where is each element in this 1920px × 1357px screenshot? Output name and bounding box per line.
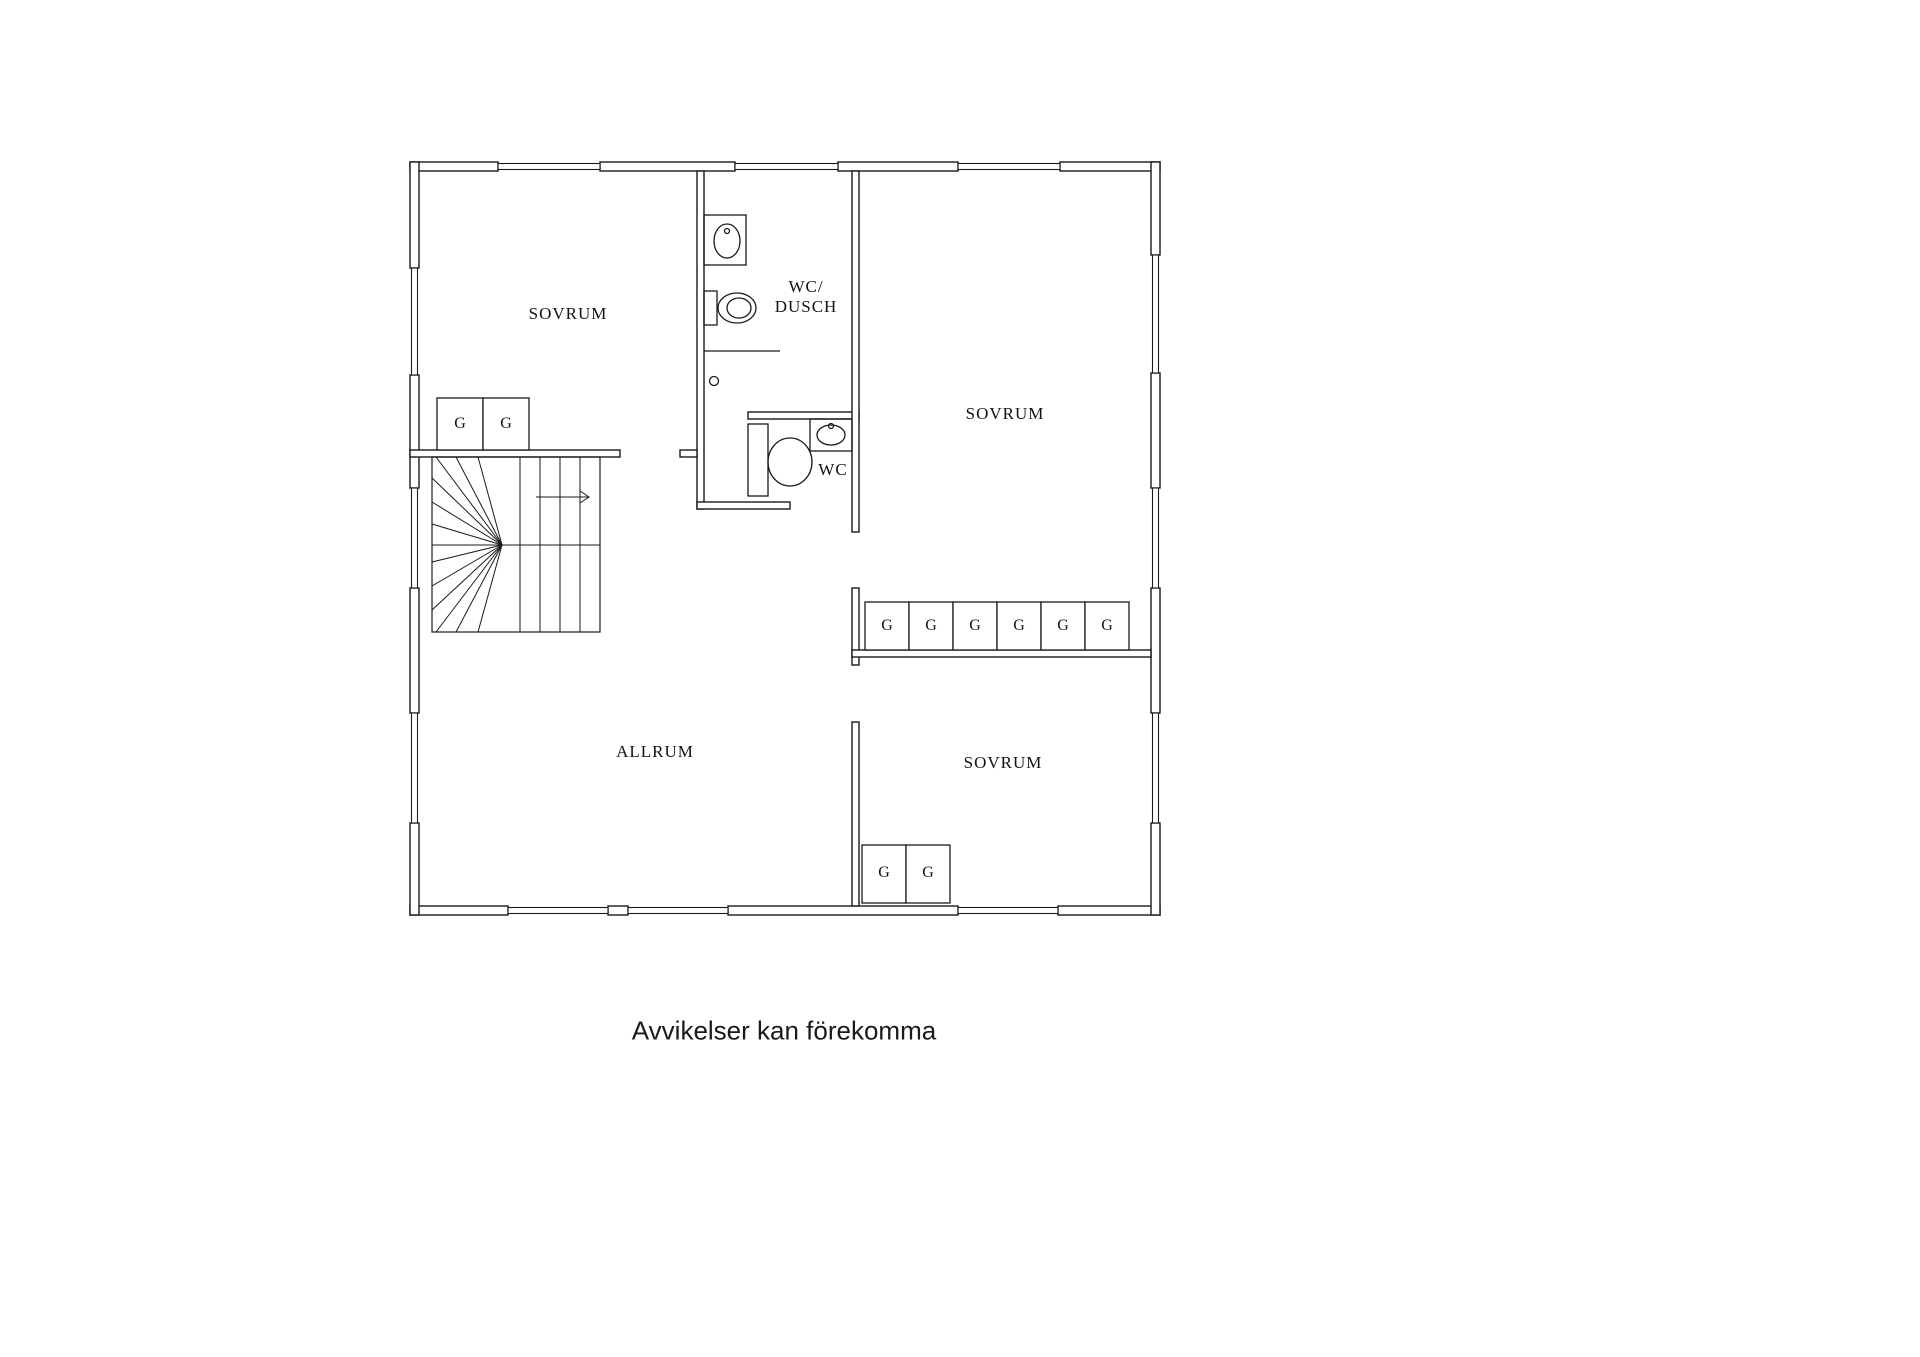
sink-icon	[809, 418, 853, 452]
window-right-1	[1151, 254, 1160, 374]
wardrobe-label: G	[969, 617, 981, 634]
wardrobe-boxes	[436, 397, 1130, 904]
sink-icon	[703, 214, 747, 266]
toilet-icon	[747, 423, 813, 497]
bathroom-fixtures	[703, 214, 853, 497]
wardrobe-label: G	[1057, 617, 1069, 634]
wardrobe-label: G	[922, 864, 934, 881]
window-right-2	[1151, 487, 1160, 589]
wardrobe-box	[1040, 601, 1086, 651]
window-bottom-1	[507, 906, 609, 915]
window-right-3	[1151, 712, 1160, 824]
wardrobe-label: G	[881, 617, 893, 634]
window-top-2	[734, 162, 839, 171]
wardrobe-box	[436, 397, 484, 451]
wardrobe-label: G	[1101, 617, 1113, 634]
wardrobe-box	[1084, 601, 1130, 651]
interior-walls	[409, 170, 1152, 907]
window-left-2	[410, 487, 419, 589]
window-bottom-3	[957, 906, 1059, 915]
room-label-wc-dusch: WC/ DUSCH	[775, 277, 838, 317]
wardrobe-box	[905, 844, 951, 904]
wardrobe-box	[908, 601, 954, 651]
stair-direction-arrow-icon	[536, 490, 590, 504]
window-left-1	[410, 267, 419, 376]
wardrobe-label: G	[925, 617, 937, 634]
window-top-1	[497, 162, 601, 171]
windows	[410, 162, 1160, 915]
staircase	[431, 456, 601, 633]
wardrobe-label: G	[1013, 617, 1025, 634]
room-label-sovrum-bottom-right: SOVRUM	[963, 753, 1043, 772]
toilet-icon	[703, 290, 757, 326]
disclaimer-caption: Avvikelser kan förekomma	[631, 1015, 937, 1046]
room-label-wc-dusch-line2: DUSCH	[774, 297, 838, 316]
wardrobe-label: G	[454, 415, 466, 432]
wardrobe-box	[482, 397, 530, 451]
room-label-allrum: ALLRUM	[616, 742, 694, 761]
wardrobe-label: G	[500, 415, 512, 432]
shower-icon	[704, 350, 780, 387]
window-left-3	[410, 712, 419, 824]
room-label-sovrum-top-left: SOVRUM	[528, 304, 608, 323]
room-label-wc: WC	[818, 460, 848, 479]
room-label-sovrum-top-right: SOVRUM	[965, 404, 1045, 423]
wardrobe-box	[952, 601, 998, 651]
exterior-walls	[409, 161, 1161, 916]
wardrobe-box	[861, 844, 907, 904]
wardrobe-label: G	[878, 864, 890, 881]
window-top-3	[957, 162, 1061, 171]
room-label-wc-dusch-line1: WC/	[788, 277, 824, 296]
wardrobe-box	[864, 601, 910, 651]
window-bottom-2	[627, 906, 729, 915]
